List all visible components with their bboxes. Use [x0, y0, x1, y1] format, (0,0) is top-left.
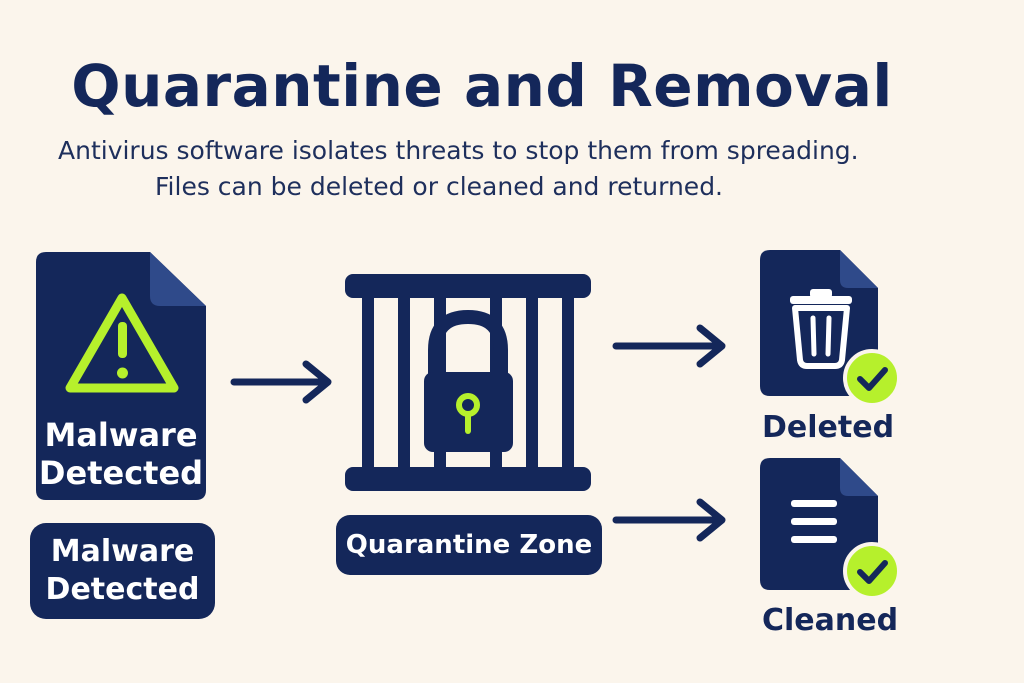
- warning-triangle-icon: [65, 293, 179, 393]
- cleaned-label: Cleaned: [762, 603, 899, 638]
- trash-icon: [790, 289, 852, 369]
- document-lines-icon: [791, 500, 837, 543]
- malware-detected-badge: Malware Detected: [30, 523, 215, 619]
- check-circle-icon: [843, 349, 901, 407]
- badge-label-line-2: Detected: [45, 572, 200, 607]
- malware-document-label: Malware Detected: [36, 416, 206, 492]
- malware-document-label-line-1: Malware: [44, 416, 198, 454]
- subtitle-line-2: Files can be deleted or cleaned and retu…: [155, 172, 724, 201]
- padlock-icon: [424, 309, 513, 452]
- subtitle-line-1: Antivirus software isolates threats to s…: [58, 136, 859, 165]
- check-circle-icon: [843, 542, 901, 600]
- malware-document-label-line-2: Detected: [38, 454, 204, 492]
- quarantine-zone-label: Quarantine Zone: [336, 515, 602, 575]
- badge-label-line-1: Malware: [50, 534, 195, 569]
- page-title: Quarantine and Removal: [71, 52, 893, 120]
- deleted-label: Deleted: [762, 410, 895, 445]
